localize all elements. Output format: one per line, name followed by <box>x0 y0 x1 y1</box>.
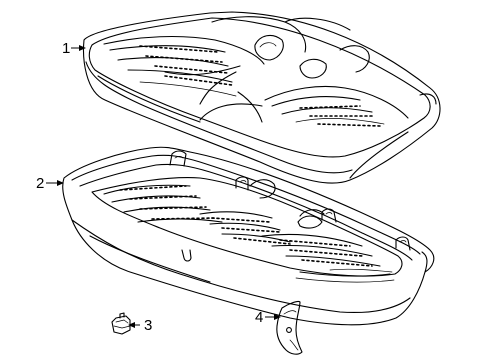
callout-3: 3 <box>128 317 152 334</box>
callout-1-arrow-icon <box>79 45 86 51</box>
callout-3-label: 3 <box>144 317 152 334</box>
callout-4-arrow-icon <box>274 314 281 320</box>
callout-2-label: 2 <box>36 175 44 192</box>
seat-cushion-pad-part <box>62 146 435 326</box>
callout-4: 4 <box>255 309 281 326</box>
callout-2: 2 <box>36 175 64 192</box>
callout-3-arrow-icon <box>128 322 135 328</box>
callout-1-label: 1 <box>62 40 70 57</box>
retainer-clip-part <box>111 312 131 335</box>
callout-1: 1 <box>62 40 86 57</box>
callout-2-arrow-icon <box>57 180 64 186</box>
callout-4-label: 4 <box>255 309 263 326</box>
seat-cushion-cover-part <box>83 11 441 184</box>
side-bracket-part <box>276 300 303 355</box>
